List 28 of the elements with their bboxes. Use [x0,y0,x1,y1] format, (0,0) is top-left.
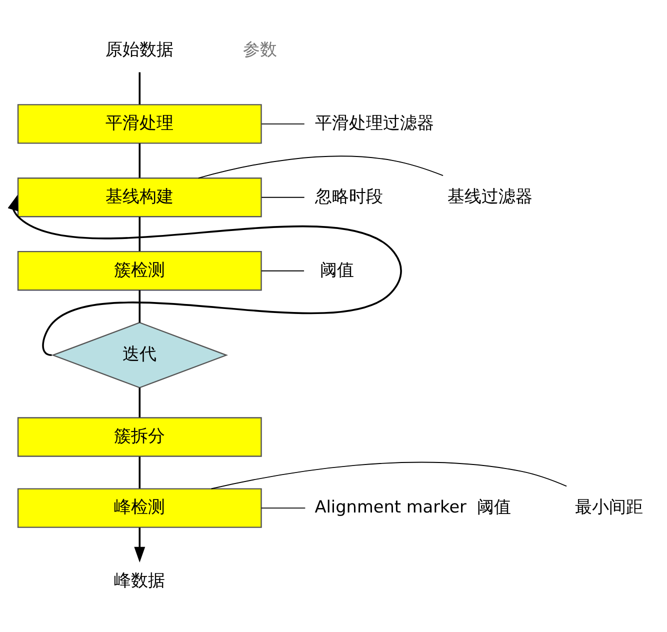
node-text: Alignment marker 阈值 [314,496,512,517]
node-text: 原始数据 [106,38,174,59]
node-box: 基线构建 [17,178,262,218]
connector [198,156,444,179]
connector [138,456,141,488]
node-text: 最小间距 [575,496,644,517]
node-text: 平滑处理过滤器 [314,112,434,132]
connector [210,462,567,490]
label: 参数 [243,38,278,59]
connector [138,388,141,418]
node-box: 簇拆分 [17,417,262,457]
node-text: 阈值 [320,259,354,280]
node-box: 平滑处理 [17,104,262,144]
connector [261,270,305,272]
node-text: 忽略时段 [315,186,384,206]
node-diamond: 迭代 [51,322,228,388]
node-box: 峰检测 [17,488,262,528]
node-text: 基线过滤器 [448,186,533,206]
connector [138,216,141,252]
arrow [134,528,146,563]
node-box: 簇检测 [17,250,262,291]
connector [138,143,141,178]
connector [261,196,305,198]
connector [138,290,141,323]
connector [260,508,306,509]
node-text: 峰数据 [114,570,166,590]
connector [138,72,141,104]
connector [261,123,305,124]
